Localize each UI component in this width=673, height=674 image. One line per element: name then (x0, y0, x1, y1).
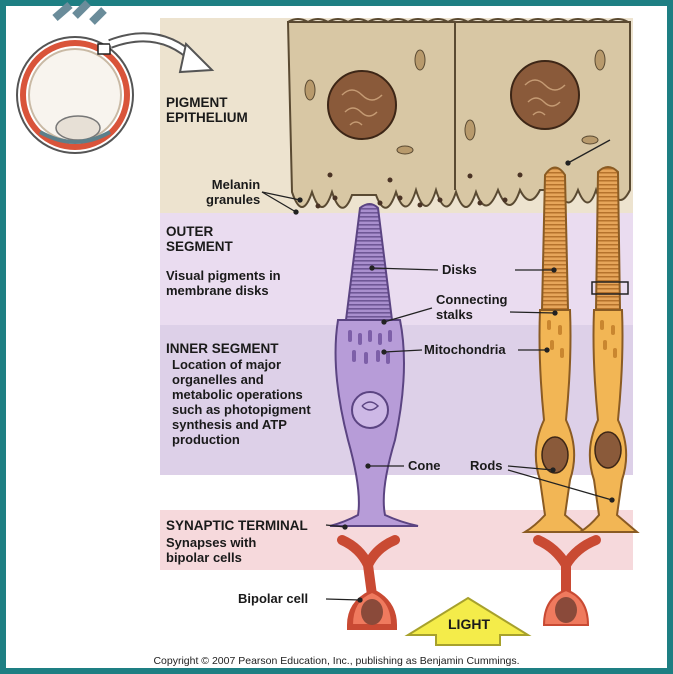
outer-segment-description: Visual pigments in membrane disks (166, 268, 281, 298)
connecting-stalks-label: Connecting stalks (436, 292, 508, 322)
rods-label: Rods (470, 458, 503, 473)
bipolar-cell-rod (538, 540, 596, 625)
epithelium-cells (288, 19, 630, 209)
pigment-epithelium-title: PIGMENT EPITHELIUM (166, 95, 248, 125)
bipolar-cell-cone (342, 540, 395, 625)
synaptic-terminal-description: Synapses with bipolar cells (166, 535, 256, 565)
rod-right (580, 167, 637, 532)
eye-inset (17, 3, 133, 153)
melanin-granules-label: Melanin granules (206, 177, 260, 207)
outer-segment-title: OUTER SEGMENT (166, 224, 233, 254)
cone-outer-segment (346, 204, 392, 320)
epithelium-nucleus (511, 61, 579, 129)
light-label: LIGHT (448, 617, 490, 632)
mitochondria-label: Mitochondria (424, 342, 506, 357)
inner-segment-title: INNER SEGMENT (166, 341, 279, 356)
copyright-notice: Copyright © 2007 Pearson Education, Inc.… (0, 655, 673, 667)
cone-label: Cone (408, 458, 441, 473)
epithelium-nucleus (328, 71, 396, 139)
inner-segment-description: Location of major organelles and metabol… (172, 357, 311, 447)
disks-label: Disks (442, 262, 477, 277)
synaptic-terminal-title: SYNAPTIC TERMINAL (166, 518, 308, 533)
bipolar-cell-label: Bipolar cell (238, 591, 308, 606)
